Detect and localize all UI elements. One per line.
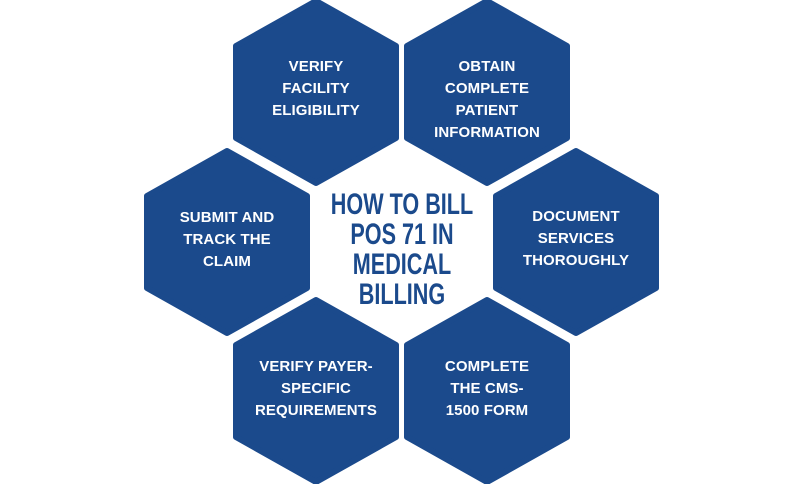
step-verify-facility-eligibility: VERIFY FACILITY ELIGIBILITY bbox=[272, 58, 360, 119]
step-document-services: DOCUMENT SERVICES THOROUGHLY bbox=[522, 208, 630, 269]
diagram-title: HOW TO BILL POS 71 IN MEDICAL BILLING bbox=[330, 188, 474, 311]
hex-obtain-patient-info bbox=[404, 0, 570, 186]
hex-fills bbox=[144, 0, 659, 484]
hex-verify-facility bbox=[233, 0, 399, 186]
hex-complete-cms1500 bbox=[404, 297, 570, 484]
step-obtain-patient-information: OBTAIN COMPLETE PATIENT INFORMATION bbox=[434, 58, 540, 141]
hex-verify-payer bbox=[233, 297, 399, 484]
step-verify-payer-requirements: VERIFY PAYER- SPECIFIC REQUIREMENTS bbox=[254, 358, 378, 419]
hex-document-services bbox=[493, 148, 659, 336]
step-complete-cms-1500: COMPLETE THE CMS- 1500 FORM bbox=[444, 358, 530, 419]
step-submit-track-claim: SUBMIT AND TRACK THE CLAIM bbox=[179, 209, 275, 270]
hex-submit-track-claim bbox=[144, 148, 310, 336]
